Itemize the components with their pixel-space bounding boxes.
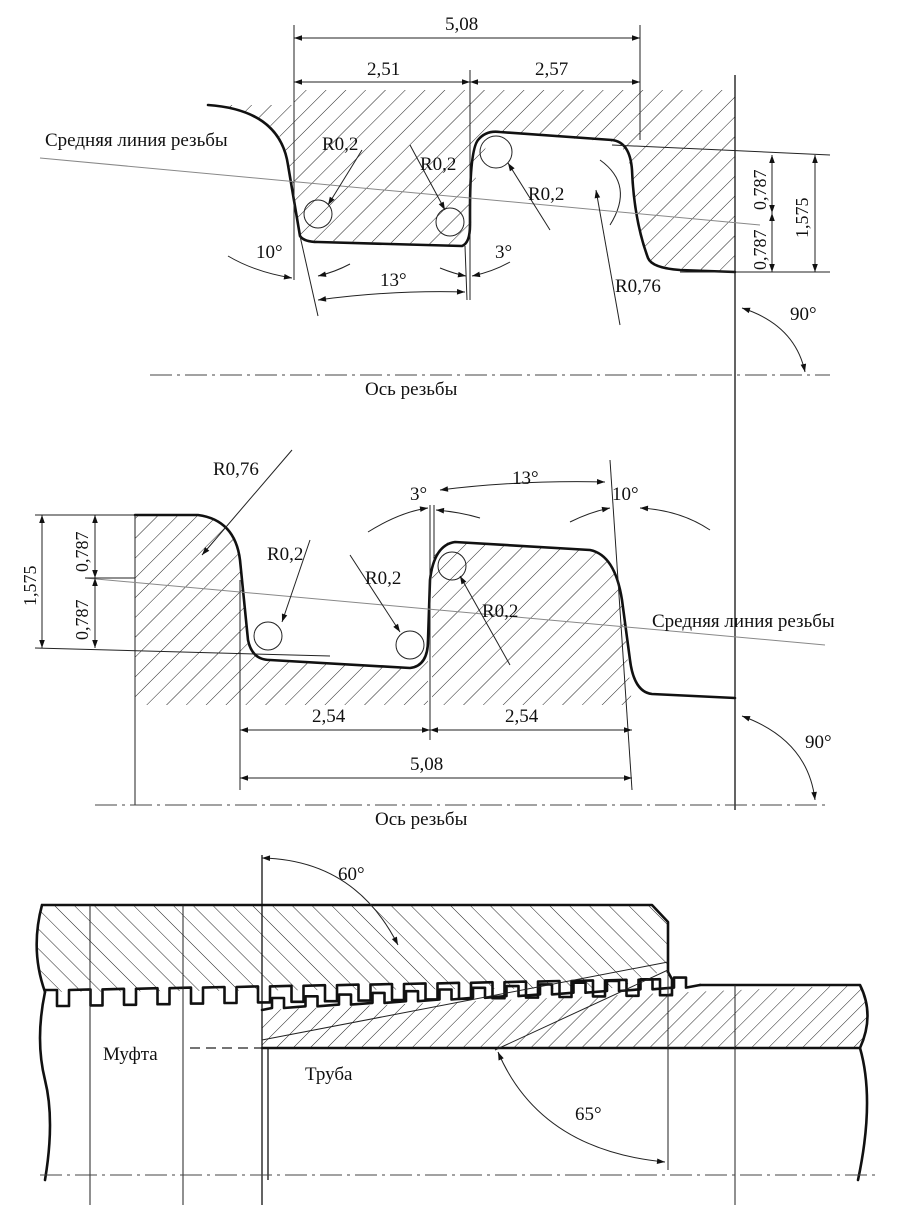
- top-angle-gap: 13°: [380, 270, 407, 291]
- top-dim-upper-half: 0,787: [750, 170, 770, 211]
- top-angle-left-flank: 10°: [256, 242, 283, 263]
- pipe-label: Труба: [305, 1064, 353, 1085]
- bottom-mid-line: [84, 577, 826, 646]
- top-thread-profile: 5,08 2,51 2,57 1,575 0,787 0,787 10° 13°…: [39, 14, 831, 810]
- top-hatch-left-tooth: [212, 90, 472, 245]
- assembly-angle-top: 60°: [338, 864, 365, 885]
- bottom-thread-profile: 1,575 0,787 0,787 2,54 2,54 5,08 3° 13° …: [20, 449, 835, 830]
- bottom-dim-lower-half: 0,787: [72, 600, 92, 641]
- bottom-radius-circle-3: [437, 551, 467, 581]
- top-dim-height: 1,575: [792, 198, 812, 239]
- bottom-mid-line-label: Средняя линия резьбы: [652, 611, 835, 632]
- bottom-axis-label: Ось резьбы: [375, 809, 468, 830]
- top-hatch-right-body: [470, 90, 735, 272]
- coupling-break-line: [38, 990, 52, 1182]
- bottom-angle-gap: 13°: [512, 468, 539, 489]
- coupling-pipe-assembly: 60° 65° Муфта Труба: [35, 855, 880, 1205]
- bottom-angle-right-flank: 10°: [612, 484, 639, 505]
- top-axis-label: Ось резьбы: [365, 379, 458, 400]
- top-radius-large: R0,76: [615, 276, 661, 297]
- top-dim-total: 5,08: [445, 14, 478, 35]
- bottom-angle-left-flank: 3°: [410, 484, 427, 505]
- pipe-outline: [260, 983, 869, 1050]
- pipe-break-line: [856, 1046, 869, 1182]
- coupling-hatch: [36, 905, 668, 992]
- top-dim-lower-half: 0,787: [750, 230, 770, 271]
- top-angle-axis: 90°: [790, 304, 817, 325]
- bottom-angle-axis: 90°: [805, 732, 832, 753]
- top-radius-1: R0,2: [322, 134, 358, 155]
- top-dim-right: 2,57: [535, 59, 568, 80]
- assembly-angle-bottom: 65°: [575, 1104, 602, 1125]
- top-radius-3: R0,2: [528, 184, 564, 205]
- top-radius-circle-1: [303, 199, 333, 229]
- pipe-hatch: [262, 985, 868, 1048]
- top-angle-right-flank: 3°: [495, 242, 512, 263]
- bottom-radius-2: R0,2: [365, 568, 401, 589]
- bottom-profile-outline: [133, 513, 737, 700]
- bottom-radius-circle-2: [395, 630, 425, 660]
- bottom-hatch-left-body: [135, 515, 428, 705]
- coupling-label: Муфта: [103, 1044, 158, 1065]
- bottom-dim-upper-half: 0,787: [72, 532, 92, 573]
- bottom-hatch-right-tooth: [432, 541, 632, 705]
- bottom-radius-circle-1: [253, 621, 283, 651]
- coupling-thread-teeth: [43, 970, 674, 1008]
- top-mid-line: [39, 157, 761, 226]
- top-radius-circle-2: [435, 207, 465, 237]
- top-mid-line-label: Средняя линия резьбы: [45, 130, 228, 151]
- top-dim-left: 2,51: [367, 59, 400, 80]
- bottom-dim-height: 1,575: [20, 566, 40, 607]
- top-radius-circle-3: [479, 135, 513, 169]
- bottom-dim-right: 2,54: [505, 706, 539, 727]
- bottom-radius-1: R0,2: [267, 544, 303, 565]
- bottom-dim-total: 5,08: [410, 754, 443, 775]
- top-radius-2: R0,2: [420, 154, 456, 175]
- bottom-radius-large: R0,76: [213, 459, 259, 480]
- top-large-radius-arc: [599, 159, 621, 226]
- bottom-radius-3: R0,2: [482, 601, 518, 622]
- bottom-dim-left: 2,54: [312, 706, 346, 727]
